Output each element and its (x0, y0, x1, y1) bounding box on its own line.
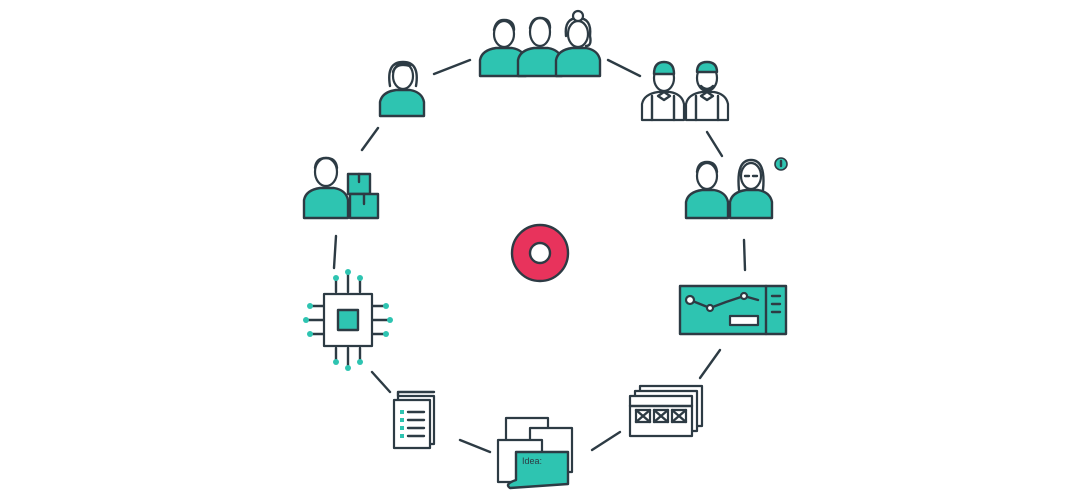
idea-notes-icon: Idea: (496, 416, 574, 490)
wireframe-pages-icon (628, 384, 704, 438)
dashboard-screen-icon (678, 284, 788, 336)
ring-icon (510, 223, 570, 283)
customer-pair-alert-icon (684, 157, 788, 220)
team-of-three-icon (478, 9, 602, 78)
waiter-couple-icon (640, 60, 730, 122)
idea-note-label: Idea: (522, 456, 542, 466)
checklist-document-icon (392, 390, 436, 450)
microchip-icon (303, 269, 393, 371)
woman-avatar-icon (378, 60, 426, 118)
cycle-connectors (332, 58, 747, 454)
person-with-boxes-icon (302, 156, 380, 220)
